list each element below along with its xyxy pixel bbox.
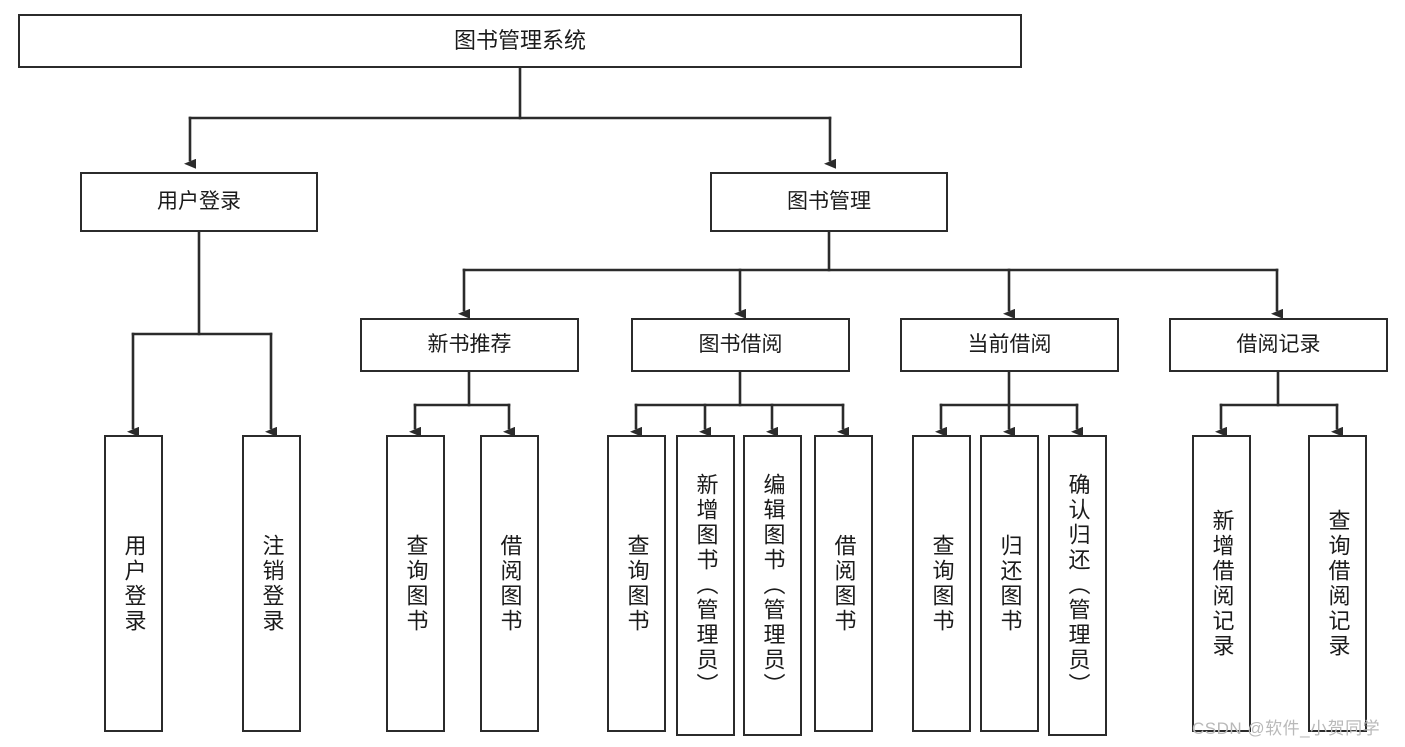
node-leaf-query-book-3[interactable]: 查询图书 (912, 435, 971, 732)
node-root[interactable]: 图书管理系统 (18, 14, 1022, 68)
node-leaf-add-record-label: 新增借阅记录 (1209, 508, 1235, 659)
node-root-label: 图书管理系统 (453, 28, 586, 54)
node-new-book-recommend-label: 新书推荐 (427, 332, 512, 356)
node-leaf-borrow-book-2[interactable]: 借阅图书 (814, 435, 873, 732)
node-current-borrow[interactable]: 当前借阅 (900, 318, 1119, 372)
node-borrow-record[interactable]: 借阅记录 (1169, 318, 1388, 372)
node-leaf-query-book-2[interactable]: 查询图书 (607, 435, 666, 732)
node-leaf-query-book-3-label: 查询图书 (929, 533, 955, 634)
node-leaf-borrow-book-1[interactable]: 借阅图书 (480, 435, 539, 732)
node-leaf-user-login[interactable]: 用户登录 (104, 435, 163, 732)
node-leaf-confirm-return[interactable]: 确认归还（管理员） (1048, 435, 1107, 736)
node-book-borrow-label: 图书借阅 (698, 332, 783, 356)
node-leaf-query-record-label: 查询借阅记录 (1325, 508, 1351, 659)
node-leaf-query-record[interactable]: 查询借阅记录 (1308, 435, 1367, 732)
node-leaf-query-book-1[interactable]: 查询图书 (386, 435, 445, 732)
node-leaf-borrow-book-2-label: 借阅图书 (831, 533, 857, 634)
node-user-login-label: 用户登录 (157, 189, 241, 213)
node-user-login[interactable]: 用户登录 (80, 172, 318, 232)
node-leaf-add-book[interactable]: 新增图书（管理员） (676, 435, 735, 736)
node-current-borrow-label: 当前借阅 (967, 332, 1052, 356)
node-leaf-logout-label: 注销登录 (259, 533, 285, 634)
node-leaf-return-book-label: 归还图书 (997, 533, 1023, 634)
node-leaf-user-login-label: 用户登录 (121, 533, 147, 634)
node-leaf-edit-book[interactable]: 编辑图书（管理员） (743, 435, 802, 736)
node-leaf-add-record[interactable]: 新增借阅记录 (1192, 435, 1251, 732)
node-leaf-add-book-label: 新增图书（管理员） (693, 473, 719, 698)
node-book-borrow[interactable]: 图书借阅 (631, 318, 850, 372)
node-leaf-query-book-1-label: 查询图书 (403, 533, 429, 634)
node-leaf-edit-book-label: 编辑图书（管理员） (760, 473, 786, 698)
node-leaf-return-book[interactable]: 归还图书 (980, 435, 1039, 732)
node-book-manage-label: 图书管理 (787, 189, 871, 213)
node-leaf-query-book-2-label: 查询图书 (624, 533, 650, 634)
node-leaf-confirm-return-label: 确认归还（管理员） (1065, 473, 1091, 698)
node-book-manage[interactable]: 图书管理 (710, 172, 948, 232)
node-leaf-borrow-book-1-label: 借阅图书 (497, 533, 523, 634)
node-leaf-logout[interactable]: 注销登录 (242, 435, 301, 732)
node-borrow-record-label: 借阅记录 (1236, 332, 1321, 356)
node-new-book-recommend[interactable]: 新书推荐 (360, 318, 579, 372)
